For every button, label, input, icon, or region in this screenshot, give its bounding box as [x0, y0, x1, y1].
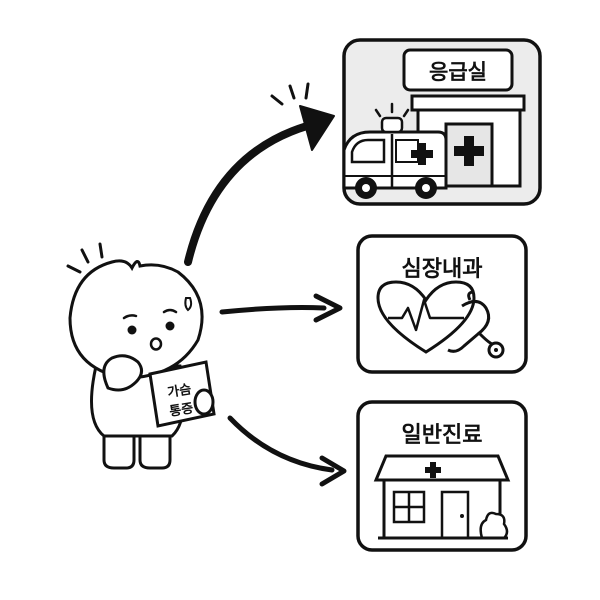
- worried-person: 가슴 통증: [66, 242, 216, 470]
- ambulance-icon: [342, 102, 448, 199]
- hospital-sign: [402, 48, 514, 92]
- cardiology-label: 심장내과: [402, 257, 483, 282]
- emergency-room-label: 응급실: [429, 60, 487, 84]
- general-clinic-label: 일반진료: [402, 423, 483, 448]
- worry-lines-icon: [66, 242, 104, 274]
- general-clinic-card: 일반진료: [356, 400, 528, 552]
- arrow-to-emergency: [184, 82, 335, 266]
- hospital-building-icon: [410, 94, 526, 188]
- arrow-to-cardiology: [219, 293, 343, 323]
- heart-stethoscope-icon: [376, 280, 505, 359]
- clinic-building-icon: [373, 454, 511, 540]
- cardiology-card: 심장내과: [356, 234, 528, 374]
- emergency-room-card: 응급실: [342, 38, 542, 206]
- arrow-to-general-clinic: [227, 415, 347, 487]
- note-line-2: 통증: [168, 401, 194, 420]
- note-line-1: 가슴: [166, 382, 192, 401]
